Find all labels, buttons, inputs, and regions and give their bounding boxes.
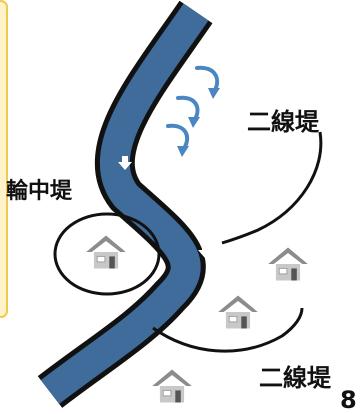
house-icon: [217, 294, 259, 330]
house-icon: [267, 246, 309, 282]
house-icon: [151, 368, 193, 404]
secondary-levee-label-top: 二線堤: [247, 108, 319, 136]
curved-arrow-head-icon: [188, 117, 200, 128]
curved-arrow-head-icon: [208, 88, 220, 99]
page-number: 8: [340, 386, 357, 414]
secondary-levee-bottom: [152, 307, 304, 353]
house-icon: [85, 234, 127, 270]
ring-levee: [53, 212, 161, 296]
overflow-arrows: [166, 65, 220, 157]
ring-levee-label: 輪中堤: [6, 179, 73, 204]
secondary-levee-top: [221, 131, 323, 245]
secondary-levee-label-bottom: 二線堤: [259, 364, 331, 392]
side-panel: [0, 0, 8, 318]
river: [37, 0, 213, 408]
curved-arrow-head-icon: [177, 146, 189, 157]
